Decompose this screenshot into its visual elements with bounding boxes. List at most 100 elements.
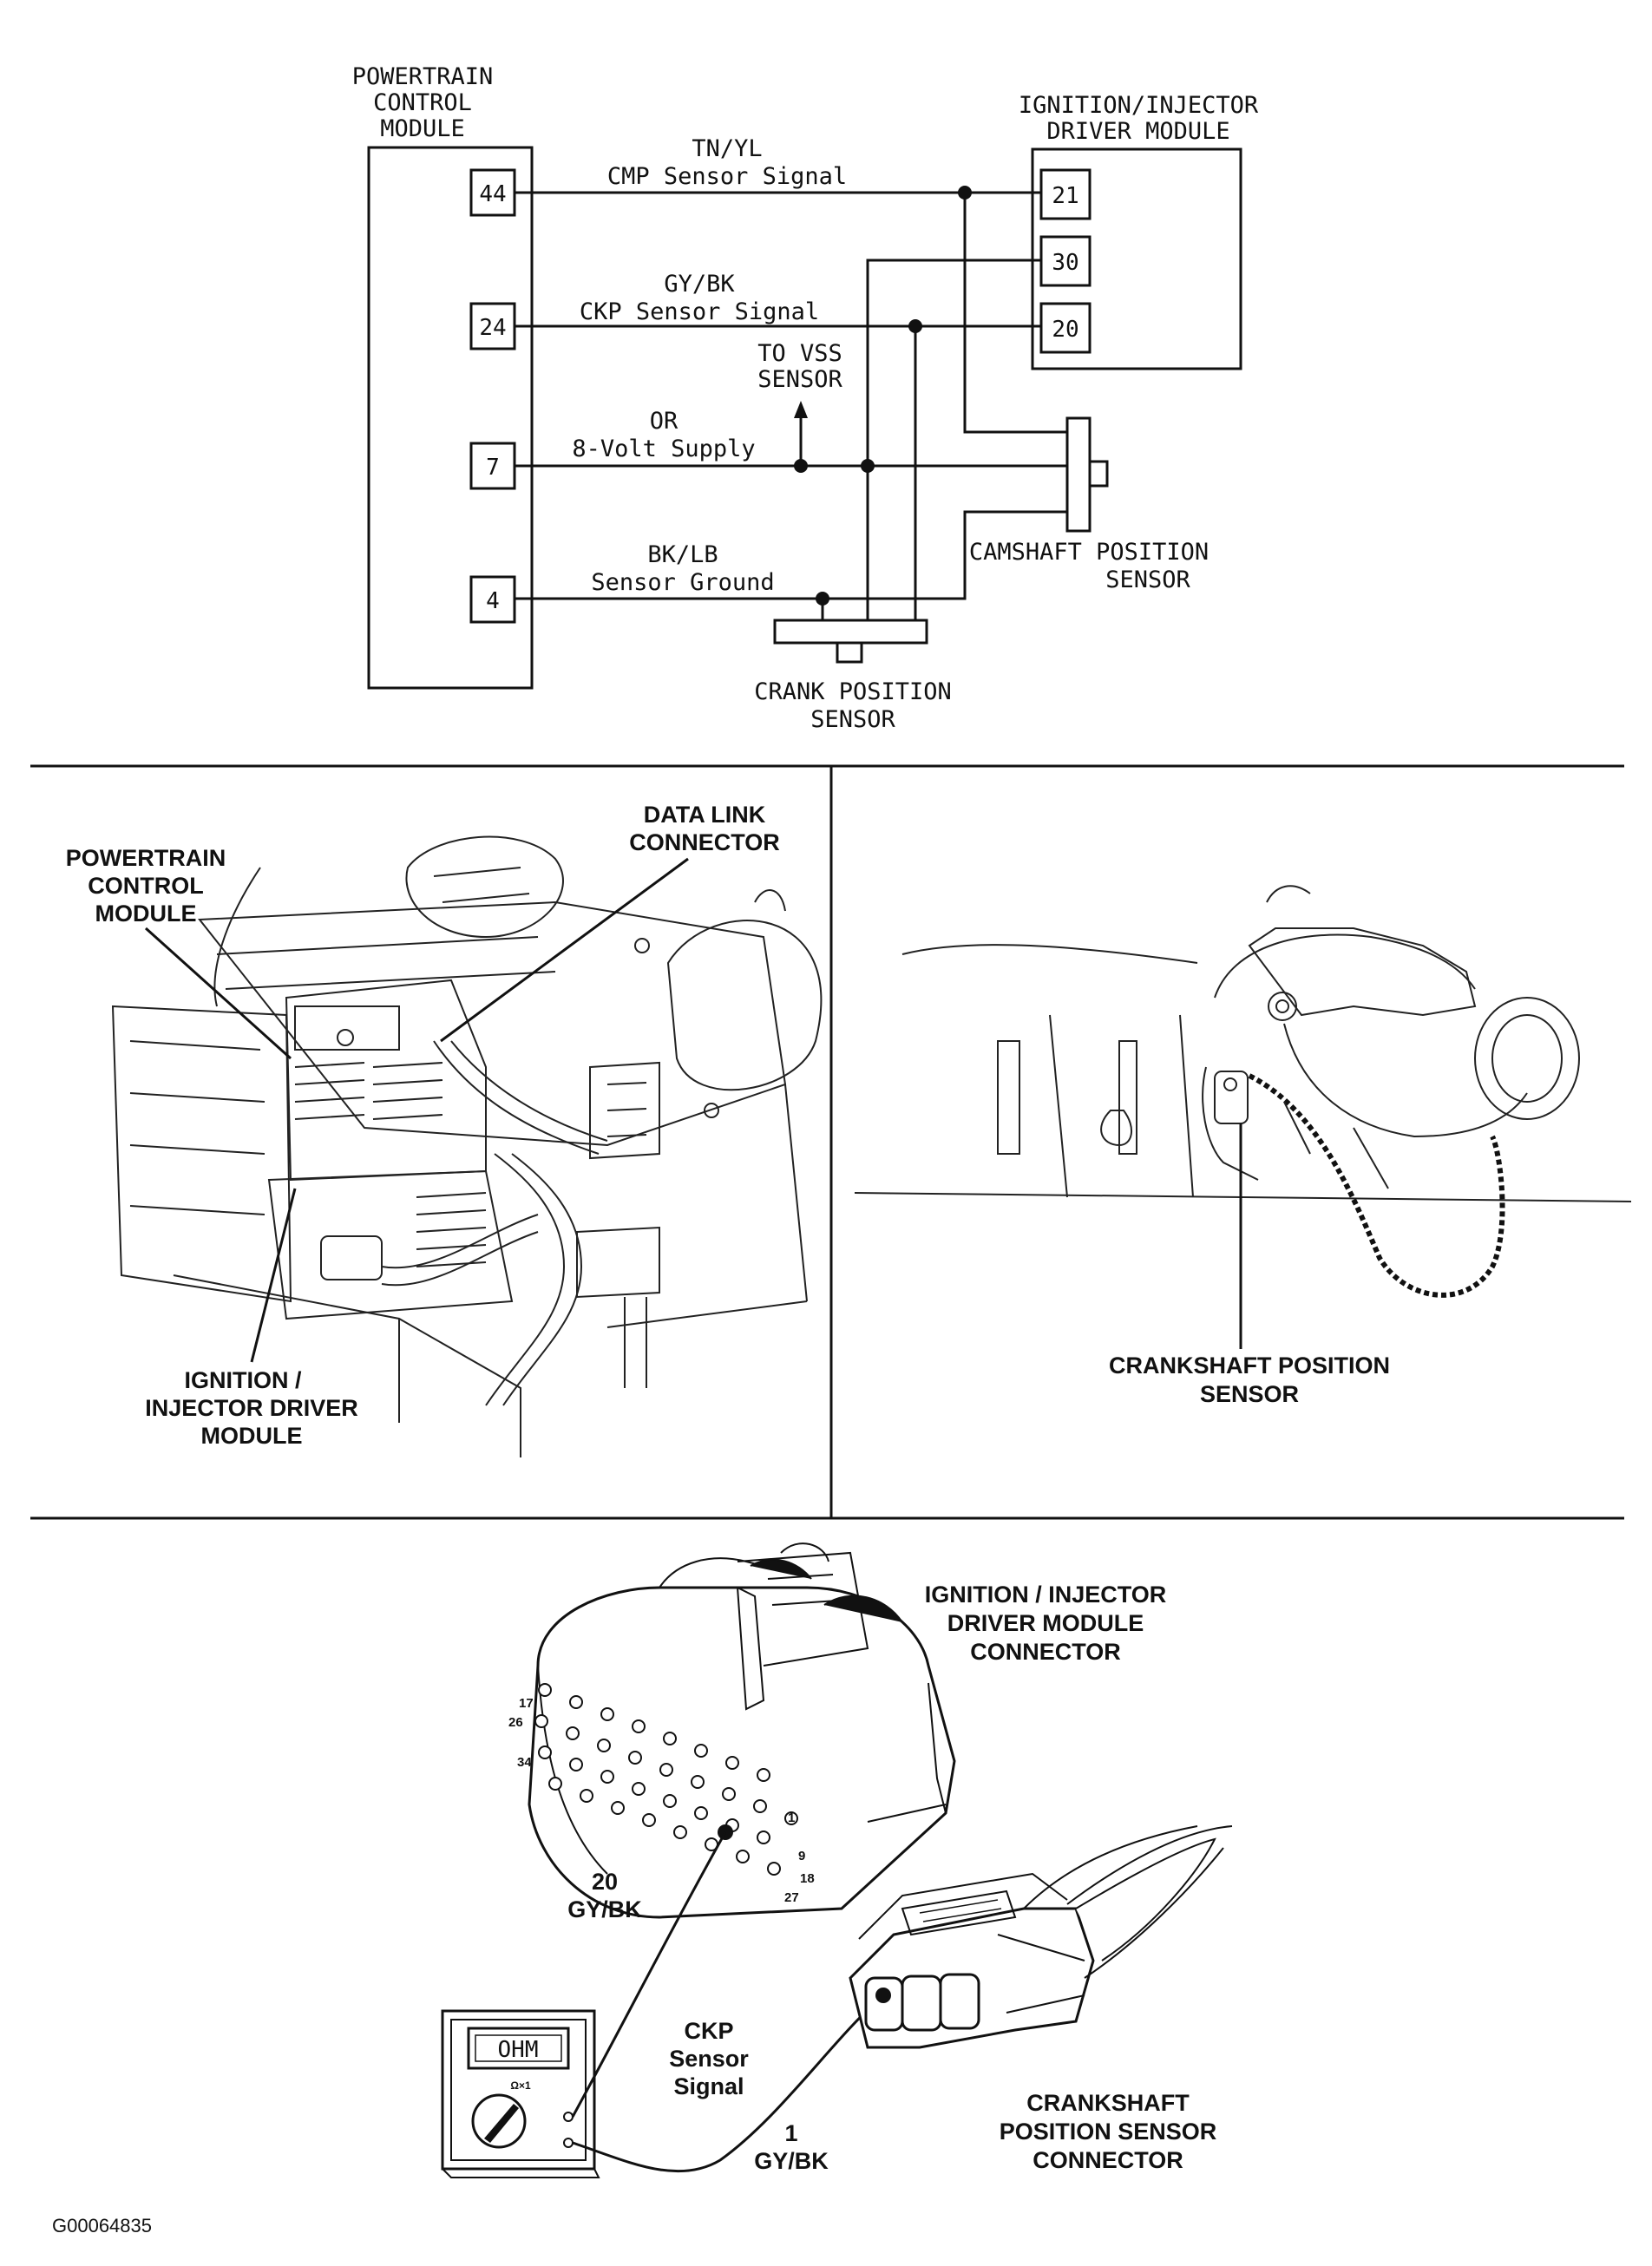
connector-pin-cavity — [534, 1714, 548, 1728]
idm-connector-label-line-2: DRIVER MODULE — [947, 1610, 1144, 1636]
connector-pin-cavity — [725, 1756, 739, 1770]
connector-pin-cavity — [663, 1794, 677, 1808]
wiring-schematic: POWERTRAIN CONTROL MODULE 44 24 7 4 IGNI… — [352, 63, 1259, 733]
ckp-location-label-line-1: CRANKSHAFT POSITION — [1109, 1352, 1390, 1379]
pin-number-1: 1 — [788, 1811, 795, 1825]
connector-pin-cavity — [663, 1732, 677, 1745]
signal-label-line-3: Signal — [673, 2073, 744, 2099]
idm-pin-21: 21 — [1052, 183, 1078, 209]
idm-leader-line — [250, 1188, 297, 1363]
connector-pin-cavity — [632, 1719, 646, 1733]
crank-sensor-body — [773, 619, 928, 645]
pcm-location-label-line-3: MODULE — [95, 901, 197, 927]
pcm-pin-4-box — [469, 575, 516, 624]
connector-pin-cavity — [538, 1745, 552, 1759]
pcm-pin-44: 44 — [479, 181, 506, 207]
connector-pin-cavity — [569, 1695, 583, 1709]
pin20-label-color: GY/BK — [567, 1896, 642, 1922]
cam-sensor-label-line-2: SENSOR — [1105, 566, 1190, 593]
idm-connector-label-line-3: CONNECTOR — [970, 1639, 1121, 1665]
connector-pin-cavity — [548, 1777, 562, 1791]
test-lead-to-pin-1 — [572, 1994, 884, 2173]
signal-label-line-1: CKP — [684, 2018, 733, 2044]
connector-pin-cavity — [538, 1683, 552, 1697]
wire-ground-name: Sensor Ground — [591, 569, 774, 596]
pcm-location-label-line-1: POWERTRAIN — [66, 845, 226, 871]
wire-8v-name: 8-Volt Supply — [572, 436, 755, 462]
connector-pin-cavity — [757, 1830, 770, 1844]
idm-location-label-line-2: INJECTOR DRIVER — [145, 1395, 358, 1421]
pcm-pin-24-box — [469, 302, 516, 350]
ckp-connector-pin-1-probe-point — [875, 1988, 891, 2003]
engine-bay-illustration — [111, 835, 823, 1457]
pin-number-27: 27 — [784, 1890, 799, 1905]
connector-pin-cavity — [628, 1751, 642, 1765]
connector-pin-cavity — [784, 1811, 798, 1825]
connector-pin-cavity — [736, 1850, 750, 1863]
pin1-label-number: 1 — [784, 2120, 797, 2146]
crank-sensor-label-line-2: SENSOR — [810, 706, 895, 733]
connector-pin-cavity — [753, 1799, 767, 1813]
crank-sensor-label-line-1: CRANK POSITION — [754, 678, 952, 705]
cam-sensor-body — [1065, 416, 1092, 533]
idm-title-line-1: IGNITION/INJECTOR — [1019, 92, 1259, 119]
connector-pin-cavity — [694, 1806, 708, 1820]
ohmmeter — [441, 2009, 600, 2178]
ckp-connector-label-line-1: CRANKSHAFT — [1026, 2090, 1190, 2116]
idm-pin-20: 20 — [1052, 317, 1078, 343]
pin1-label-color: GY/BK — [754, 2148, 829, 2174]
ohmmeter-dial-icon — [471, 2093, 527, 2149]
connector-pin-cavity — [632, 1782, 646, 1796]
crank-sensor-tip — [836, 641, 863, 664]
connector-pin-cavity — [642, 1813, 656, 1827]
connector-pin-cavity — [566, 1726, 580, 1740]
connector-pin-cavity — [580, 1789, 593, 1803]
pcm-pin-24: 24 — [479, 315, 506, 341]
pcm-title-line-1: POWERTRAIN — [352, 63, 494, 90]
ckp-sensor-connector-illustration — [849, 1825, 1233, 2049]
crankshaft-area-illustration — [854, 885, 1632, 1298]
dlc-label-line-1: DATA LINK — [644, 802, 766, 828]
ckp-location-label-line-2: SENSOR — [1200, 1381, 1299, 1407]
wire-ground-color: BK/LB — [647, 541, 718, 568]
pcm-pin-7: 7 — [486, 455, 500, 481]
vss-label-line-2: SENSOR — [757, 366, 842, 393]
wire-ground-to-cam — [823, 510, 1067, 600]
dlc-label-line-2: CONNECTOR — [629, 829, 780, 855]
pin-number-18: 18 — [800, 1871, 815, 1886]
pcm-title-line-3: MODULE — [380, 115, 465, 142]
figure-id: G00064835 — [52, 2215, 152, 2237]
cam-sensor-label-line-1: CAMSHAFT POSITION — [969, 539, 1209, 566]
connector-pin-cavity — [757, 1768, 770, 1782]
cam-sensor-tip — [1088, 460, 1109, 488]
ohmmeter-range-text: Ω×1 — [510, 2079, 531, 2092]
pcm-location-label-line-2: CONTROL — [88, 873, 203, 899]
idm-pin-20-box — [1039, 302, 1092, 354]
connector-pin-cavity — [691, 1775, 705, 1789]
wire-8v-color: OR — [650, 408, 678, 435]
pcm-pin-4: 4 — [486, 588, 500, 614]
test-lead-to-pin-20 — [571, 1831, 727, 2118]
wire-idm-30-supply — [866, 259, 1041, 620]
connector-pin-cavity — [767, 1862, 781, 1876]
connector-pin-cavity — [600, 1770, 614, 1784]
vss-arrow-icon — [794, 401, 808, 418]
wire-cmp-to-cam-sensor — [963, 193, 1067, 434]
vss-label-line-1: TO VSS — [757, 340, 842, 367]
ckp-connector-label-line-3: CONNECTOR — [1032, 2147, 1183, 2173]
pin-number-26: 26 — [508, 1715, 523, 1730]
wire-ckp-color: GY/BK — [664, 271, 735, 298]
connector-pin-cavity — [597, 1739, 611, 1752]
idm-location-label-line-3: MODULE — [201, 1423, 303, 1449]
pin-number-9: 9 — [798, 1849, 805, 1863]
connector-pin-cavity — [600, 1707, 614, 1721]
pcm-leader-line — [144, 927, 292, 1060]
ohmmeter-display-text: OHM — [498, 2037, 539, 2063]
pcm-pin-44-box — [469, 168, 516, 217]
connector-pin-cavity — [694, 1744, 708, 1758]
wire-cmp-name: CMP Sensor Signal — [607, 163, 847, 190]
connector-pin-cavity — [659, 1763, 673, 1777]
idm-connector-pin-grid — [534, 1683, 798, 1876]
pin20-label-number: 20 — [592, 1869, 618, 1895]
